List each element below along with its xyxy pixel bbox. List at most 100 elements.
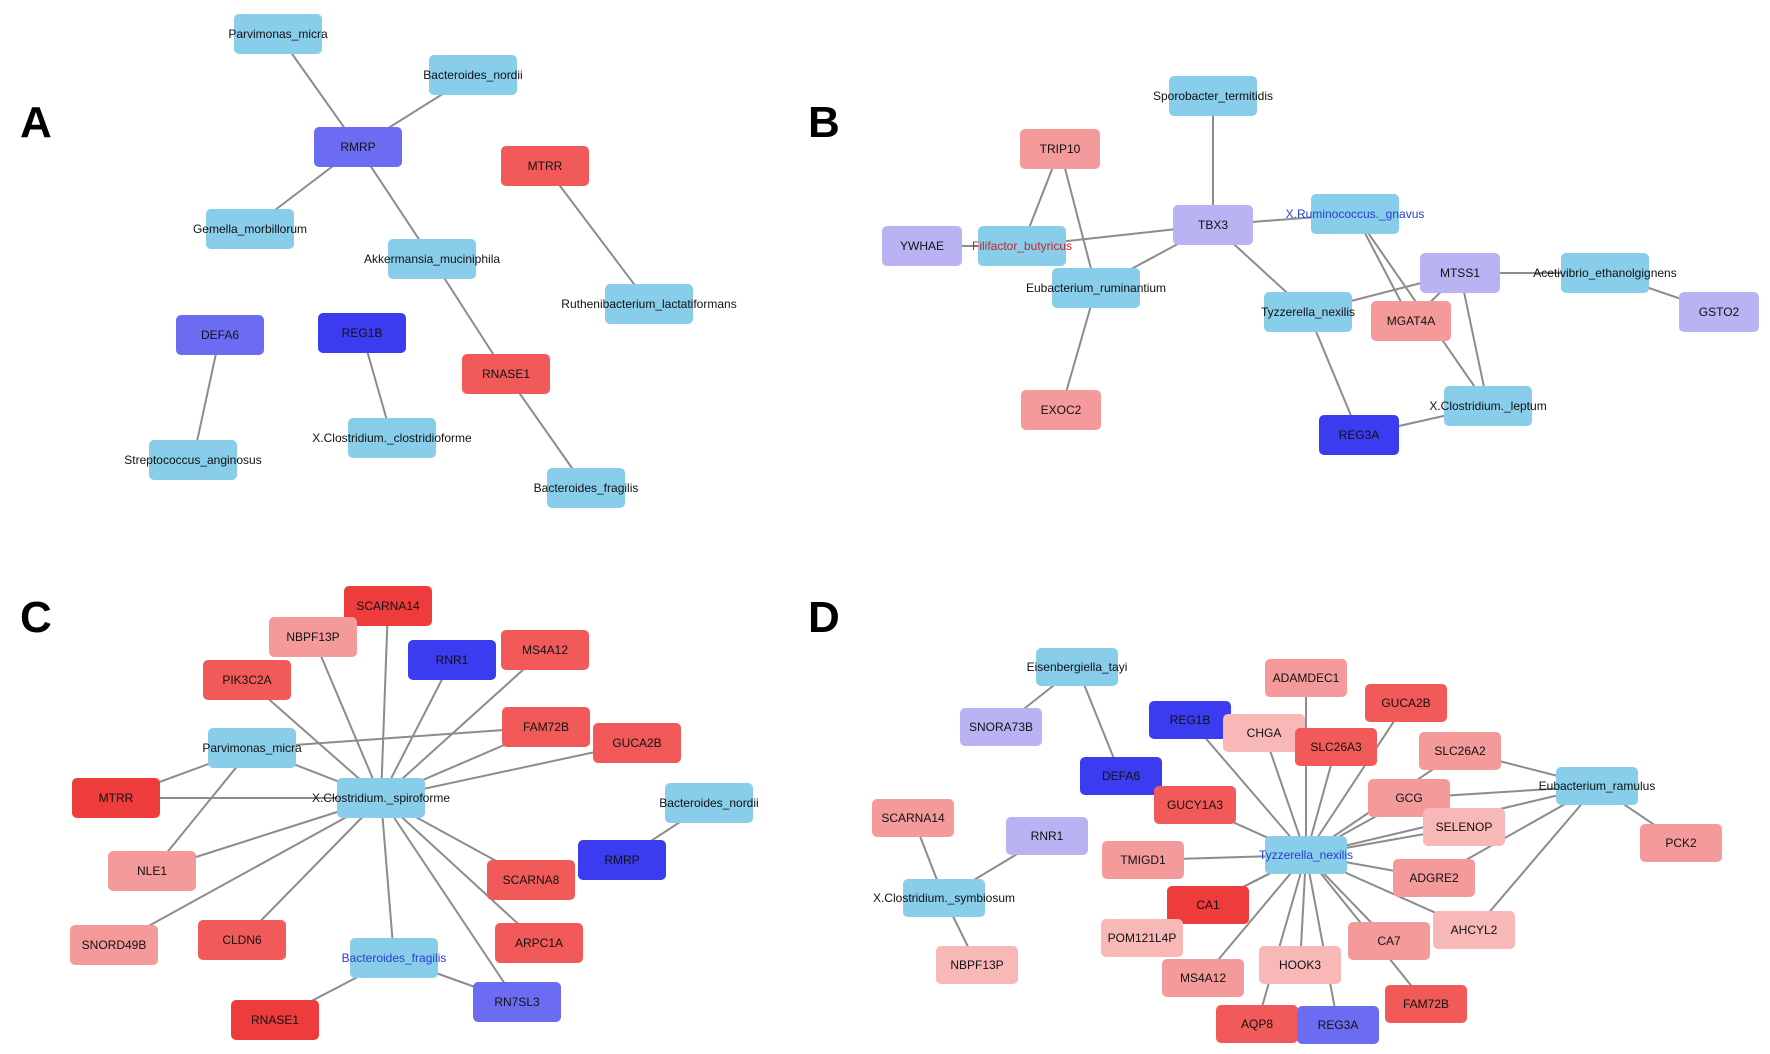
node-b-rumin[interactable]: X.Ruminococcus._gnavus [1286, 194, 1425, 234]
node-box [1167, 886, 1249, 924]
node-b-xclep[interactable]: X.Clostridium._leptum [1429, 386, 1547, 426]
node-c-scarna8[interactable]: SCARNA8 [487, 860, 575, 900]
node-c-ms4a12[interactable]: MS4A12 [501, 630, 589, 670]
node-label: AHCYL2 [1451, 923, 1498, 937]
node-c-pik3c2a[interactable]: PIK3C2A [203, 660, 291, 700]
node-c-bnord[interactable]: Bacteroides_nordii [659, 783, 759, 823]
node-b-spor[interactable]: Sporobacter_termitidis [1153, 76, 1273, 116]
node-d-slc26a3[interactable]: SLC26A3 [1295, 728, 1377, 766]
node-a-rnase1[interactable]: RNASE1 [462, 354, 550, 394]
node-d-tmigd1[interactable]: TMIGD1 [1102, 841, 1184, 879]
node-b-gsto2[interactable]: GSTO2 [1679, 292, 1759, 332]
node-d-pck2[interactable]: PCK2 [1640, 824, 1722, 862]
node-box [206, 209, 294, 249]
node-d-rnr1[interactable]: RNR1 [1006, 817, 1088, 855]
node-box [1052, 268, 1140, 308]
node-d-snora73b[interactable]: SNORA73B [960, 708, 1042, 746]
node-label: GUCY1A3 [1167, 798, 1223, 812]
node-b-exoc2[interactable]: EXOC2 [1021, 390, 1101, 430]
node-a-bnord[interactable]: Bacteroides_nordii [423, 55, 523, 95]
edge-a-7 [192, 334, 221, 461]
node-d-reg1b[interactable]: REG1B [1149, 701, 1231, 739]
node-label: ADGRE2 [1409, 871, 1459, 885]
node-d-xsym[interactable]: X.Clostridium._symbiosum [873, 879, 1015, 917]
node-d-adgre2[interactable]: ADGRE2 [1393, 859, 1475, 897]
node-c-mtrr[interactable]: MTRR [72, 778, 160, 818]
node-a-defa6[interactable]: DEFA6 [176, 315, 264, 355]
node-d-guca2b[interactable]: GUCA2B [1365, 684, 1447, 722]
node-d-nbpf13p[interactable]: NBPF13P [936, 946, 1018, 984]
node-label: AQP8 [1241, 1017, 1273, 1031]
node-d-ca7[interactable]: CA7 [1348, 922, 1430, 960]
node-c-fam72b[interactable]: FAM72B [502, 707, 590, 747]
node-d-defa6[interactable]: DEFA6 [1080, 757, 1162, 795]
node-box [1419, 732, 1501, 770]
node-b-ywhae[interactable]: YWHAE [882, 226, 962, 266]
node-d-ahcyl2[interactable]: AHCYL2 [1433, 911, 1515, 949]
node-a-gem[interactable]: Gemella_morbillorum [193, 209, 307, 249]
node-a-bfrag[interactable]: Bacteroides_fragilis [534, 468, 639, 508]
node-c-xspiro[interactable]: X.Clostridium._spiroforme [312, 778, 450, 818]
node-d-fam72b[interactable]: FAM72B [1385, 985, 1467, 1023]
node-label: Parvimonas_micra [202, 741, 302, 755]
node-a-reg1b[interactable]: REG1B [318, 313, 406, 353]
node-c-bfrag[interactable]: Bacteroides_fragilis [342, 938, 447, 978]
node-label: Bacteroides_fragilis [342, 951, 447, 965]
node-box [501, 146, 589, 186]
node-d-scarna14[interactable]: SCARNA14 [872, 799, 954, 837]
node-a-parv[interactable]: Parvimonas_micra [228, 14, 328, 54]
node-a-akk[interactable]: Akkermansia_muciniphila [364, 239, 500, 279]
node-c-guca2b[interactable]: GUCA2B [593, 723, 681, 763]
node-label: RNR1 [436, 653, 469, 667]
node-c-nbpf13p[interactable]: NBPF13P [269, 617, 357, 657]
node-box [1154, 786, 1236, 824]
node-box [344, 586, 432, 626]
node-a-strep[interactable]: Streptococcus_anginosus [124, 440, 262, 480]
node-d-tyz[interactable]: Tyzzerella_nexilis [1259, 836, 1353, 874]
node-b-tyz[interactable]: Tyzzerella_nexilis [1261, 292, 1355, 332]
node-c-snord49b[interactable]: SNORD49B [70, 925, 158, 965]
node-d-gcg[interactable]: GCG [1368, 779, 1450, 817]
node-b-mtss1[interactable]: MTSS1 [1420, 253, 1500, 293]
node-label: GSTO2 [1699, 305, 1740, 319]
node-b-eubr[interactable]: Eubacterium_ruminantium [1026, 268, 1166, 308]
node-c-rnr1[interactable]: RNR1 [408, 640, 496, 680]
node-d-gucy1a3[interactable]: GUCY1A3 [1154, 786, 1236, 824]
node-c-scarna14[interactable]: SCARNA14 [344, 586, 432, 626]
node-b-filif[interactable]: Filifactor_butyricus [972, 226, 1072, 266]
node-c-arpc1a[interactable]: ARPC1A [495, 923, 583, 963]
node-c-rn7sl3[interactable]: RN7SL3 [473, 982, 561, 1022]
node-d-chga[interactable]: CHGA [1223, 714, 1305, 752]
node-b-acet[interactable]: Acetivibrio_ethanolgignens [1533, 253, 1677, 293]
node-c-parv[interactable]: Parvimonas_micra [202, 728, 302, 768]
node-d-slc26a2[interactable]: SLC26A2 [1419, 732, 1501, 770]
node-d-aqp8[interactable]: AQP8 [1216, 1005, 1298, 1043]
node-d-pom[interactable]: POM121L4P [1101, 919, 1183, 957]
node-a-ruth[interactable]: Ruthenibacterium_lactatiformans [561, 284, 737, 324]
node-a-xclos[interactable]: X.Clostridium._clostridioforme [312, 418, 472, 458]
node-d-selenop[interactable]: SELENOP [1423, 808, 1505, 846]
node-d-hook3[interactable]: HOOK3 [1259, 946, 1341, 984]
node-box [1297, 1006, 1379, 1044]
node-d-adamdec1[interactable]: ADAMDEC1 [1265, 659, 1347, 697]
node-b-mgat4a[interactable]: MGAT4A [1371, 301, 1451, 341]
node-c-rmrp[interactable]: RMRP [578, 840, 666, 880]
node-box [665, 783, 753, 823]
node-c-rnase1[interactable]: RNASE1 [231, 1000, 319, 1040]
node-box [1679, 292, 1759, 332]
node-d-ca1[interactable]: CA1 [1167, 886, 1249, 924]
edge-d-24 [1305, 854, 1339, 1026]
node-a-rmrp[interactable]: RMRP [314, 127, 402, 167]
node-box [1036, 648, 1118, 686]
node-c-nle1[interactable]: NLE1 [108, 851, 196, 891]
node-c-cldn6[interactable]: CLDN6 [198, 920, 286, 960]
node-d-eubram[interactable]: Eubacterium_ramulus [1539, 767, 1656, 805]
node-d-eisen[interactable]: Eisenbergiella_tayi [1027, 648, 1128, 686]
node-d-reg3a[interactable]: REG3A [1297, 1006, 1379, 1044]
node-d-ms4a12[interactable]: MS4A12 [1162, 959, 1244, 997]
node-b-reg3a[interactable]: REG3A [1319, 415, 1399, 455]
panel-label-b: B [808, 98, 840, 147]
node-b-trip10[interactable]: TRIP10 [1020, 129, 1100, 169]
node-a-mtrr[interactable]: MTRR [501, 146, 589, 186]
node-b-tbx3[interactable]: TBX3 [1173, 205, 1253, 245]
